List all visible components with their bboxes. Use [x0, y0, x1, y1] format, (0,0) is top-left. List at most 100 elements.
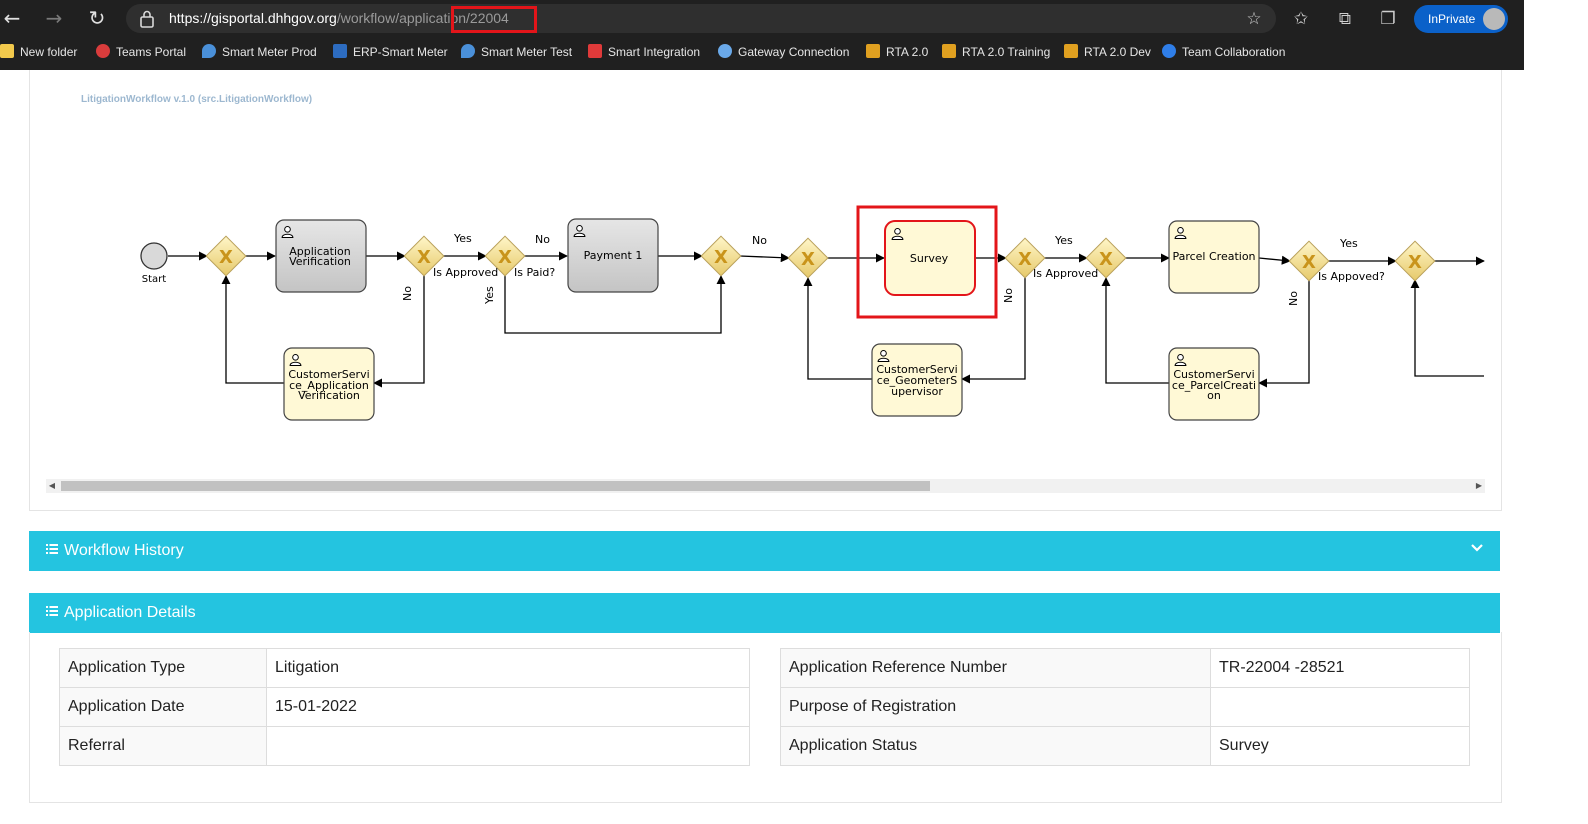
bookmark-team-collaboration[interactable]: Team Collaboration [1162, 44, 1285, 59]
bookmark-new-folder[interactable]: New folder [0, 44, 77, 59]
bookmark-teams-portal[interactable]: Teams Portal [96, 44, 186, 59]
flow-label: No [535, 233, 550, 246]
flow-label: Yes [483, 286, 496, 305]
flow-label: Is Appoved? [1318, 270, 1385, 283]
detail-label: Purpose of Registration [780, 687, 1211, 727]
teams-icon [96, 44, 110, 58]
url-path: /workflow/application/22004 [336, 10, 509, 26]
horizontal-scrollbar[interactable]: ◀ ▶ [46, 479, 1485, 493]
bookmark-gateway-connection[interactable]: Gateway Connection [718, 44, 849, 59]
gateway-x-icon: X [219, 247, 233, 268]
bookmark-smart-meter-test[interactable]: Smart Meter Test [461, 44, 572, 59]
detail-value: TR-22004 -28521 [1210, 648, 1470, 688]
address-bar[interactable] [126, 4, 1276, 33]
gateway[interactable]: X [205, 235, 247, 277]
svg-text:Parcel Creation: Parcel Creation [1172, 250, 1255, 263]
url-text[interactable]: https://gisportal.dhhgov.org/workflow/ap… [169, 10, 509, 26]
gateway[interactable]: X [1394, 240, 1436, 282]
gateway-x-icon: X [498, 247, 512, 268]
forward-arrow-icon[interactable]: → [45, 6, 63, 30]
integration-icon [588, 44, 602, 58]
bookmark-rta-2-0-training[interactable]: RTA 2.0 Training [942, 44, 1050, 59]
flow-label: Yes [1054, 234, 1073, 247]
back-arrow-icon[interactable]: ← [3, 6, 21, 30]
flow-labels: Yes Is Approved No Is Paid? No Yes Is Ap… [401, 232, 1385, 306]
inprivate-button[interactable]: InPrivate [1414, 5, 1508, 33]
bookmark-smart-integration[interactable]: Smart Integration [588, 44, 700, 59]
refresh-icon[interactable]: ↻ [88, 6, 106, 30]
letter-e-icon [333, 44, 347, 58]
gateway[interactable]: X [403, 235, 445, 277]
flow-label: Yes [453, 232, 472, 245]
detail-value: Litigation [266, 648, 750, 688]
bookmark-smart-meter-prod[interactable]: Smart Meter Prod [202, 44, 317, 59]
gateway-x-icon: X [1408, 252, 1422, 273]
gateway-x-icon: X [1302, 252, 1316, 273]
favorites-icon[interactable]: ✩ [1293, 9, 1309, 29]
table-row: Purpose of Registration [780, 687, 1470, 727]
bookmark-rta-2-0[interactable]: RTA 2.0 [866, 44, 928, 59]
avatar [1483, 8, 1505, 30]
application-details-header: Application Details [29, 593, 1500, 633]
gateway-x-icon: X [801, 249, 815, 270]
window-margin [1524, 0, 1588, 824]
flow-label: No [1287, 291, 1300, 306]
detail-value [1210, 687, 1470, 727]
gateway[interactable]: X [1288, 240, 1330, 282]
drop-icon [202, 44, 216, 58]
url-host: https://gisportal.dhhgov.org [169, 10, 337, 26]
collections-icon[interactable]: ⧉ [1338, 9, 1352, 29]
browser-essentials-icon[interactable]: ❐ [1380, 9, 1396, 29]
workflow-history-title: Workflow History [64, 542, 184, 559]
folder-icon [0, 44, 14, 58]
scrollbar-thumb[interactable] [61, 481, 930, 491]
list-icon [46, 544, 58, 554]
sequence-flows [168, 251, 1485, 388]
gateway[interactable]: X [1004, 237, 1046, 279]
gateway[interactable]: X [484, 235, 526, 277]
detail-value: 15-01-2022 [266, 687, 750, 727]
gateway-x-icon: X [417, 247, 431, 268]
survey-highlight-box [856, 205, 998, 319]
application-details-title: Application Details [64, 604, 196, 621]
detail-value [266, 726, 750, 766]
scroll-right-icon[interactable]: ▶ [1475, 481, 1483, 490]
lock-icon[interactable] [138, 9, 156, 29]
flow-label: No [401, 286, 414, 301]
start-event[interactable] [140, 242, 168, 270]
task-survey[interactable]: Survey [884, 220, 976, 296]
workflow-history-header[interactable]: Workflow History [29, 531, 1500, 571]
gateway-icon [718, 44, 732, 58]
detail-label: Application Type [59, 648, 267, 688]
collab-icon [1162, 44, 1176, 58]
gateway[interactable]: X [700, 235, 742, 277]
bookmark-rta-2-0-dev[interactable]: RTA 2.0 Dev [1064, 44, 1151, 59]
svg-text:Survey: Survey [910, 252, 949, 265]
add-favorite-icon[interactable]: ☆ [1246, 9, 1262, 29]
task-payment-1[interactable]: Payment 1 [567, 218, 659, 293]
scroll-left-icon[interactable]: ◀ [48, 481, 56, 490]
chevron-down-icon[interactable] [1470, 541, 1484, 555]
inprivate-label: InPrivate [1428, 12, 1476, 26]
rta-icon [942, 44, 956, 58]
gateway[interactable]: X [787, 237, 829, 279]
gateway[interactable]: X [1085, 237, 1127, 279]
task-parcel-creation[interactable]: Parcel Creation [1168, 220, 1260, 294]
flow-label: No [752, 234, 767, 247]
workflow-title: LitigationWorkflow v.1.0 (src.Litigation… [81, 94, 313, 105]
gateway-x-icon: X [1018, 249, 1032, 270]
detail-value: Survey [1210, 726, 1470, 766]
bookmark-erp-smart-meter[interactable]: ERP-Smart Meter [333, 44, 448, 59]
